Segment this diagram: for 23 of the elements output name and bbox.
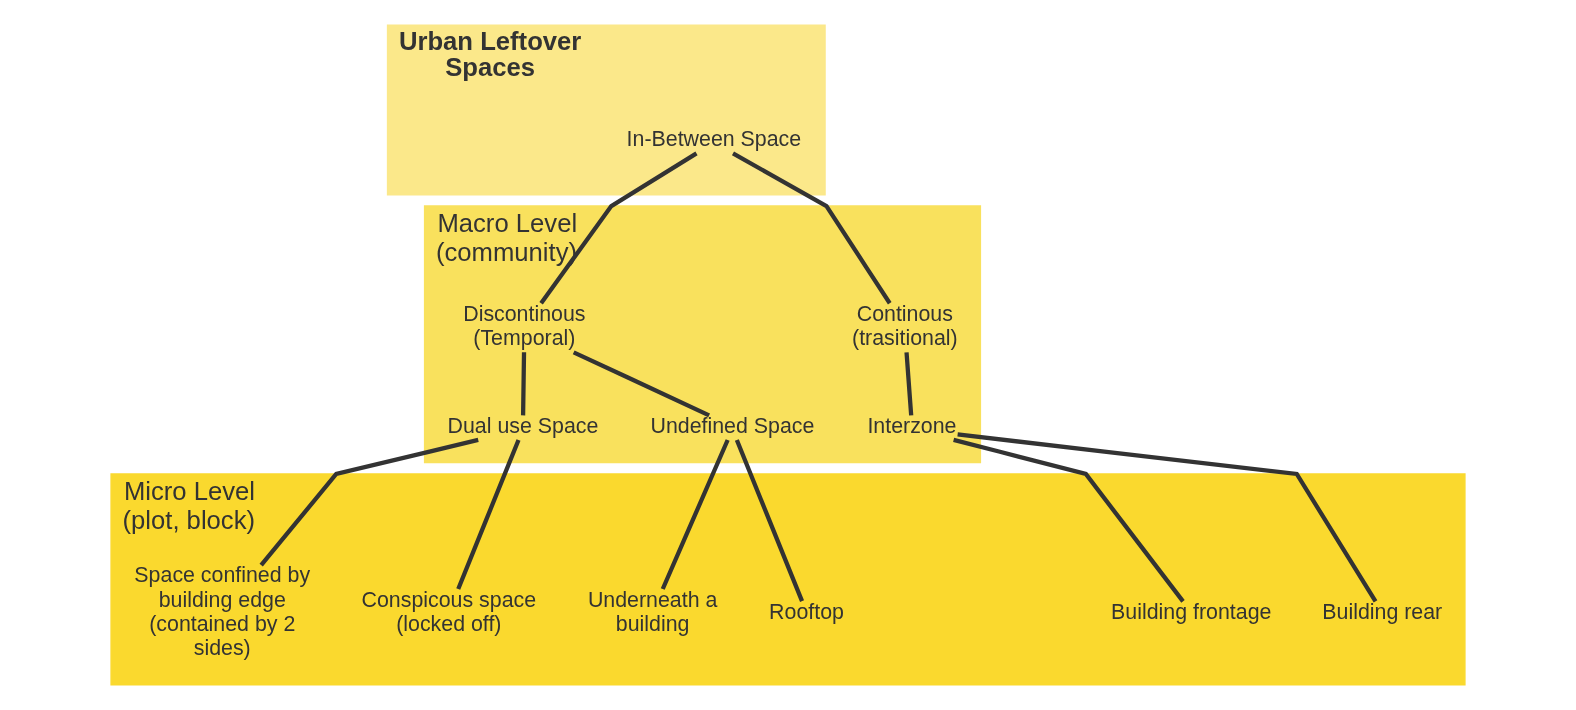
node-text: Space confined by building edge (contained by 2 sides) bbox=[134, 563, 311, 660]
connector bbox=[734, 439, 805, 602]
node-text: Discontinous (Temporal) bbox=[463, 301, 586, 351]
node-text: Rooftop bbox=[769, 599, 844, 624]
connector bbox=[953, 437, 1185, 603]
connector bbox=[259, 437, 479, 567]
node-text: Continous (trasitional) bbox=[852, 301, 958, 351]
node-text: Interzone bbox=[867, 413, 957, 438]
connector bbox=[456, 439, 521, 590]
node-text: Building frontage bbox=[1111, 599, 1272, 624]
node-text: Undefined Space bbox=[650, 413, 815, 438]
connector bbox=[520, 352, 527, 416]
node-text: In-Between Space bbox=[626, 127, 802, 152]
node-text: Conspicous space (locked off) bbox=[361, 587, 537, 636]
node-text: Dual use Space bbox=[447, 413, 599, 438]
connector bbox=[539, 151, 698, 305]
connector bbox=[731, 151, 892, 305]
node-text: Underneath a building bbox=[587, 587, 718, 636]
connector bbox=[904, 352, 914, 416]
connector bbox=[660, 439, 730, 590]
connector bbox=[572, 350, 710, 418]
node-text: Building rear bbox=[1322, 599, 1443, 624]
connector bbox=[957, 432, 1378, 603]
